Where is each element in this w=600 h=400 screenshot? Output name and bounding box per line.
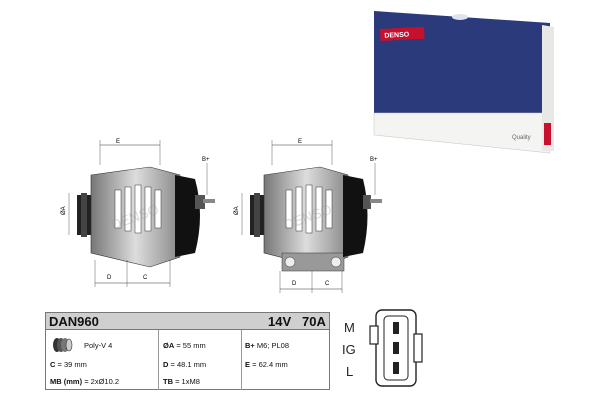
dim-label-c: C bbox=[325, 281, 330, 287]
spec-table: DAN960 14V 70A Poly-V 4 C = 39 mm MB (mm… bbox=[45, 312, 330, 390]
spec-d: D = 48.1 mm bbox=[163, 360, 207, 369]
dim-label-d: D bbox=[107, 275, 112, 281]
dim-label-bplus: B+ bbox=[202, 157, 210, 163]
spec-mb: MB (mm) = 2xØ10.2 bbox=[50, 377, 120, 386]
dim-label-c: C bbox=[143, 275, 148, 281]
spec-oa: ØA = 55 mm bbox=[163, 341, 206, 350]
dim-label-e: E bbox=[116, 139, 120, 145]
pin-label-l: L bbox=[346, 364, 354, 379]
dim-label-d: D bbox=[292, 281, 297, 287]
spec-e: E = 62.4 mm bbox=[245, 360, 288, 369]
dim-label-oa: ØA bbox=[61, 206, 67, 215]
alternator-drawing-mount-view: E B+ ØA D C DENSO bbox=[234, 139, 382, 293]
box-brand: DENSO bbox=[384, 31, 410, 39]
connector-diagram: M IG L bbox=[340, 306, 430, 391]
spec-header: DAN960 14V 70A bbox=[46, 313, 329, 330]
connector-plug-icon bbox=[369, 309, 423, 387]
spec-tb: TB = 1xM8 bbox=[163, 377, 200, 386]
amperage: 70A bbox=[302, 314, 326, 329]
alternator-drawing-side-view: E B+ ØA D C DENSO bbox=[61, 139, 215, 287]
pin-label-m: M bbox=[344, 320, 355, 335]
dim-label-e: E bbox=[298, 139, 302, 145]
product-box-image: DENSO Quality bbox=[373, 11, 554, 154]
dim-label-oa: ØA bbox=[234, 206, 240, 215]
voltage: 14V bbox=[268, 314, 292, 329]
denso-logo-icon: DENSO bbox=[380, 26, 425, 41]
column-divider bbox=[241, 330, 242, 390]
pulley-type: Poly-V 4 bbox=[84, 341, 113, 350]
pulley-icon bbox=[53, 338, 73, 352]
dim-label-bplus: B+ bbox=[370, 157, 378, 163]
pin-label-ig: IG bbox=[342, 342, 356, 357]
spec-bplus: B+ M6; PL08 bbox=[245, 341, 289, 350]
box-quality-text: Quality bbox=[512, 135, 531, 141]
spec-c: C = 39 mm bbox=[50, 360, 87, 369]
column-divider bbox=[158, 330, 159, 390]
part-number: DAN960 bbox=[49, 314, 99, 329]
